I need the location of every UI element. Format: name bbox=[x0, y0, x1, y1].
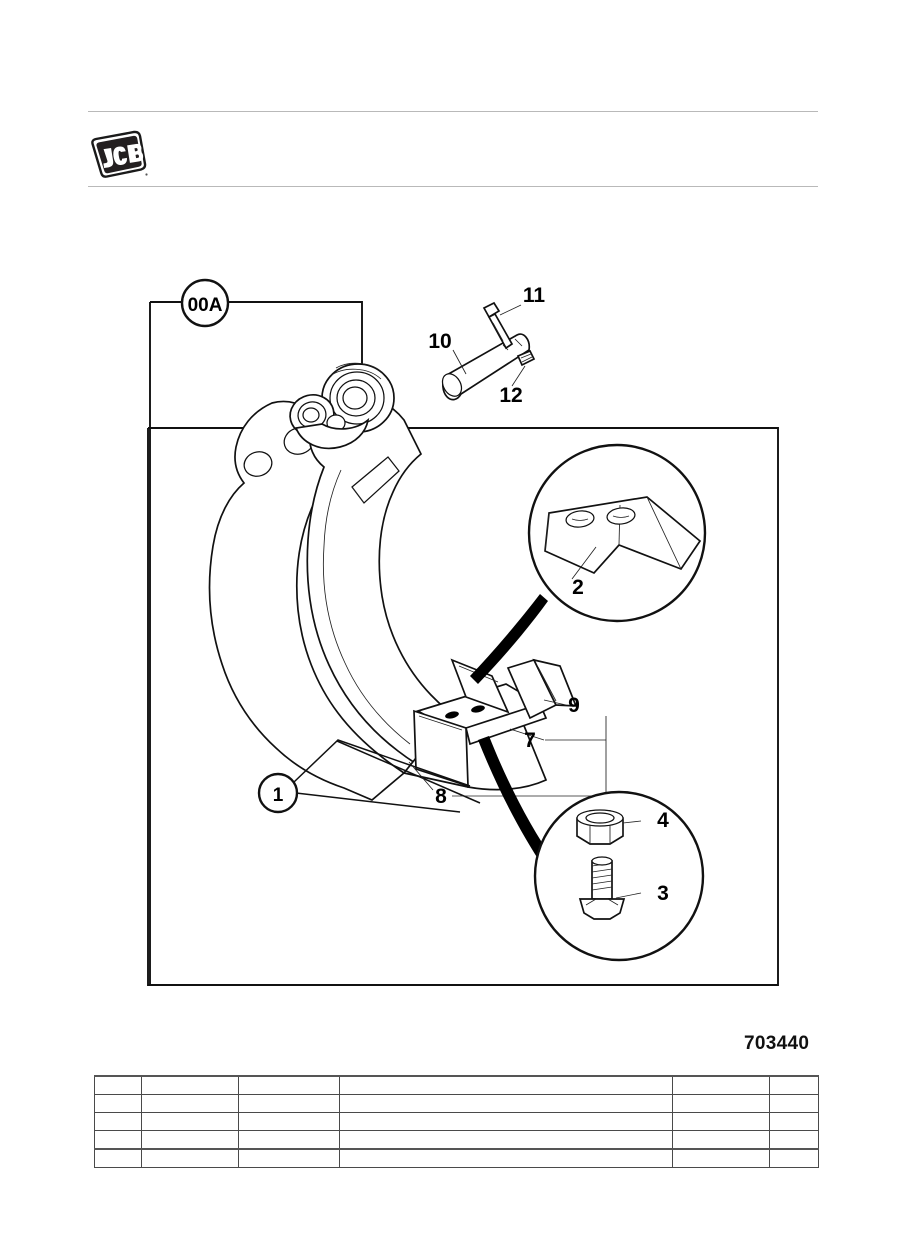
pin-assembly bbox=[441, 301, 536, 401]
cell-remarks bbox=[672, 1094, 770, 1113]
cell-remarks bbox=[672, 1130, 770, 1150]
part-9-rear-wear-plate bbox=[506, 658, 578, 720]
header-rule-bottom bbox=[88, 186, 818, 187]
cell-part-no bbox=[141, 1094, 239, 1113]
item-label-11: 11 bbox=[523, 284, 546, 307]
table-row bbox=[94, 1148, 819, 1168]
cell-item-no bbox=[94, 1112, 142, 1131]
callout-1[interactable]: 1 bbox=[257, 772, 299, 814]
cell-description bbox=[339, 1075, 673, 1095]
cell-item-no bbox=[94, 1148, 142, 1168]
callout-1-leaders bbox=[293, 739, 481, 813]
cell-ref bbox=[238, 1148, 340, 1168]
bucket-assembly bbox=[208, 362, 578, 801]
parts-drawing: .ln { fill:none; stroke:#111; stroke-wid… bbox=[147, 278, 779, 986]
detail-circle-lower bbox=[478, 736, 705, 962]
cell-qty bbox=[769, 1130, 819, 1150]
cell-part-no bbox=[141, 1148, 239, 1168]
cell-part-no bbox=[141, 1075, 239, 1095]
cell-ref bbox=[238, 1130, 340, 1150]
cell-remarks bbox=[672, 1075, 770, 1095]
cell-part-no bbox=[141, 1112, 239, 1131]
item-label-9: 9 bbox=[568, 694, 580, 717]
callout-00A-label: 00A bbox=[188, 295, 223, 316]
item-label-3: 3 bbox=[657, 882, 669, 905]
item-label-7: 7 bbox=[524, 729, 536, 752]
item-label-4: 4 bbox=[657, 809, 669, 832]
cell-item-no bbox=[94, 1094, 142, 1113]
cell-item-no bbox=[94, 1075, 142, 1095]
item-label-10: 10 bbox=[428, 330, 451, 353]
cell-item-no bbox=[94, 1130, 142, 1150]
table-row bbox=[94, 1130, 819, 1150]
cell-remarks bbox=[672, 1148, 770, 1168]
inner-frame bbox=[147, 427, 779, 986]
header-rule-top bbox=[88, 111, 818, 112]
cell-remarks bbox=[672, 1112, 770, 1131]
part-4-hex-nut bbox=[576, 809, 642, 845]
parts-list-table bbox=[94, 1075, 819, 1168]
cell-qty bbox=[769, 1148, 819, 1168]
cell-ref bbox=[238, 1094, 340, 1113]
cell-description bbox=[339, 1130, 673, 1150]
cell-qty bbox=[769, 1094, 819, 1113]
item-label-8: 8 bbox=[435, 785, 447, 808]
jcb-logo-icon bbox=[90, 130, 152, 178]
cell-description bbox=[339, 1148, 673, 1168]
item-label-12: 12 bbox=[499, 384, 522, 407]
item-label-2: 2 bbox=[572, 576, 584, 599]
cell-part-no bbox=[141, 1130, 239, 1150]
cell-description bbox=[339, 1094, 673, 1113]
table-row bbox=[94, 1112, 819, 1131]
cell-ref bbox=[238, 1075, 340, 1095]
table-row bbox=[94, 1094, 819, 1113]
cell-qty bbox=[769, 1075, 819, 1095]
cell-description bbox=[339, 1112, 673, 1131]
part-7-centre-plate bbox=[464, 702, 548, 746]
callout-1-label: 1 bbox=[273, 785, 284, 806]
part-3-bolt bbox=[578, 856, 642, 920]
callout-00A[interactable]: 00A bbox=[180, 278, 230, 328]
pivot-boss-group bbox=[289, 362, 395, 450]
part-11-retaining-bolt bbox=[482, 301, 514, 350]
cell-qty bbox=[769, 1112, 819, 1131]
cell-ref bbox=[238, 1112, 340, 1131]
part-12-grease-nipple bbox=[516, 349, 536, 367]
table-row bbox=[94, 1075, 819, 1095]
drawing-number: 703440 bbox=[744, 1033, 810, 1054]
parts-table-body bbox=[94, 1075, 819, 1168]
detail-circle-upper bbox=[470, 443, 707, 684]
